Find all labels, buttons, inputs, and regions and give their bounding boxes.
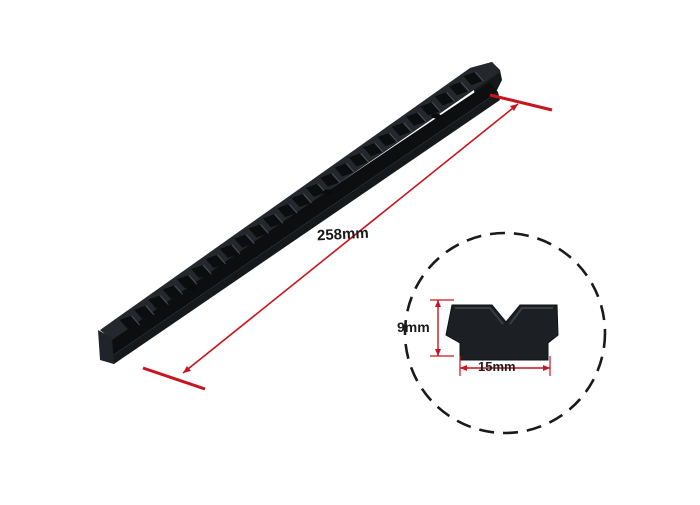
mount-hole (187, 285, 197, 291)
width-dimension (459, 356, 551, 376)
rail-slot (262, 214, 282, 228)
rail-slot (148, 295, 168, 309)
rail-slot (133, 305, 153, 319)
rail-slot (291, 194, 311, 207)
rail-slot (234, 234, 254, 248)
rail-slot (377, 133, 397, 147)
rail-slot (248, 224, 268, 238)
rail-slot-edge (274, 213, 284, 224)
rail-slot-edge (260, 224, 269, 234)
extension-line-right (489, 93, 553, 112)
rail-slot (219, 244, 239, 258)
rail-slot-edge (188, 274, 198, 285)
rail-slot-edge (174, 285, 183, 295)
rail-slot-edge (389, 132, 398, 143)
width-label: 15mm (478, 359, 516, 374)
mount-hole (323, 189, 333, 195)
rail-slot (420, 102, 440, 116)
rail-slot-edge (145, 305, 155, 316)
rail-slot (363, 143, 383, 157)
rail-slots (119, 71, 484, 329)
rail-slot (449, 82, 469, 96)
rail-slot (320, 173, 340, 187)
arrow-head-left (183, 366, 191, 373)
rail-slot (463, 72, 483, 86)
rail-slot-edge (460, 81, 470, 92)
picatinny-rail-icon (98, 62, 502, 364)
rail-slot-edge (346, 163, 355, 173)
length-dimension (142, 93, 553, 391)
rail-slot-edge (245, 234, 255, 244)
rail-slot (391, 122, 411, 136)
rail-slot (277, 204, 297, 218)
rail-slot (406, 112, 426, 126)
length-label: 258mm (316, 224, 370, 245)
rail-cross-section-icon (445, 304, 559, 361)
extension-line-left (142, 366, 206, 391)
rail-slot (191, 265, 211, 279)
rail-slot-edge (331, 173, 341, 184)
rail-slot (348, 153, 368, 167)
length-line (182, 103, 519, 374)
rail-slot (334, 163, 354, 177)
rail-slot-edge (374, 142, 384, 153)
detail-circle (403, 231, 607, 435)
rail-slot-edge (231, 244, 241, 255)
rail-slot (434, 92, 454, 106)
rail-slot-edge (446, 92, 456, 102)
rail-slot-edge (417, 112, 427, 123)
rail-slot (176, 275, 196, 289)
rail-slot-edge (432, 102, 441, 112)
rail-slot (119, 315, 139, 329)
rail-slot-edge (131, 315, 141, 326)
rail-slot-edge (288, 203, 298, 214)
height-dimension (430, 299, 454, 357)
rail-slot (205, 254, 225, 268)
rail-slot-edge (303, 193, 312, 204)
rail-slot-edge (202, 264, 212, 275)
rail-slot-edge (217, 254, 226, 265)
rail-slot-edge (474, 71, 484, 82)
arrow-head-right (510, 104, 518, 111)
rail-slot (305, 183, 325, 197)
mount-hole (431, 113, 441, 119)
rail-slot (162, 285, 182, 299)
rail-slot-edge (360, 153, 370, 163)
rail-slot-edge (403, 122, 413, 133)
rail-slot-edge (159, 295, 169, 305)
height-label: 9mm (397, 319, 430, 335)
